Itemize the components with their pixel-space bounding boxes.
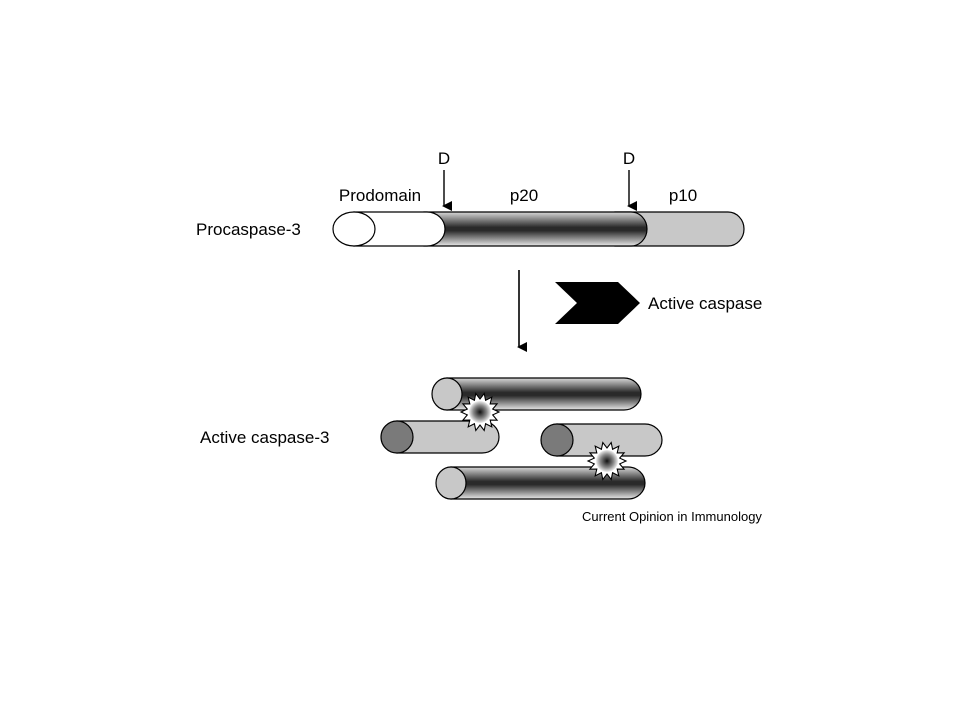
procaspase-label: Procaspase-3 [196, 220, 301, 239]
p10-rod-right-cap [540, 423, 574, 457]
p20-segment [423, 211, 648, 247]
p20-rod-top [446, 377, 642, 411]
active-caspase-legend-icon [555, 282, 640, 324]
p10-segment [614, 211, 745, 247]
active-caspase-legend-label: Active caspase [648, 294, 762, 313]
cleavage-site-left-label: D [438, 149, 450, 168]
p20-rod-top-cap [431, 377, 463, 411]
starburst-core [469, 401, 491, 423]
prodomain-segment [353, 211, 446, 247]
p10-rod-right [556, 423, 663, 457]
p20-label: p20 [510, 186, 538, 205]
cleavage-site-right-label: D [623, 149, 635, 168]
p10-label: p10 [669, 186, 697, 205]
active-site-starburst-right [586, 441, 628, 481]
starburst-core [596, 450, 618, 472]
active-site-starburst-left [459, 392, 501, 432]
active-caspase-3-label: Active caspase-3 [200, 428, 329, 447]
p20-rod-bottom-cap [435, 466, 467, 500]
prodomain-label: Prodomain [339, 186, 421, 205]
active-caspase-3-complex [380, 377, 663, 500]
procaspase-3-bar [332, 211, 745, 247]
source-credit: Current Opinion in Immunology [582, 509, 762, 524]
p10-rod-left-cap [380, 420, 414, 454]
procaspase-end-cap [332, 211, 376, 247]
